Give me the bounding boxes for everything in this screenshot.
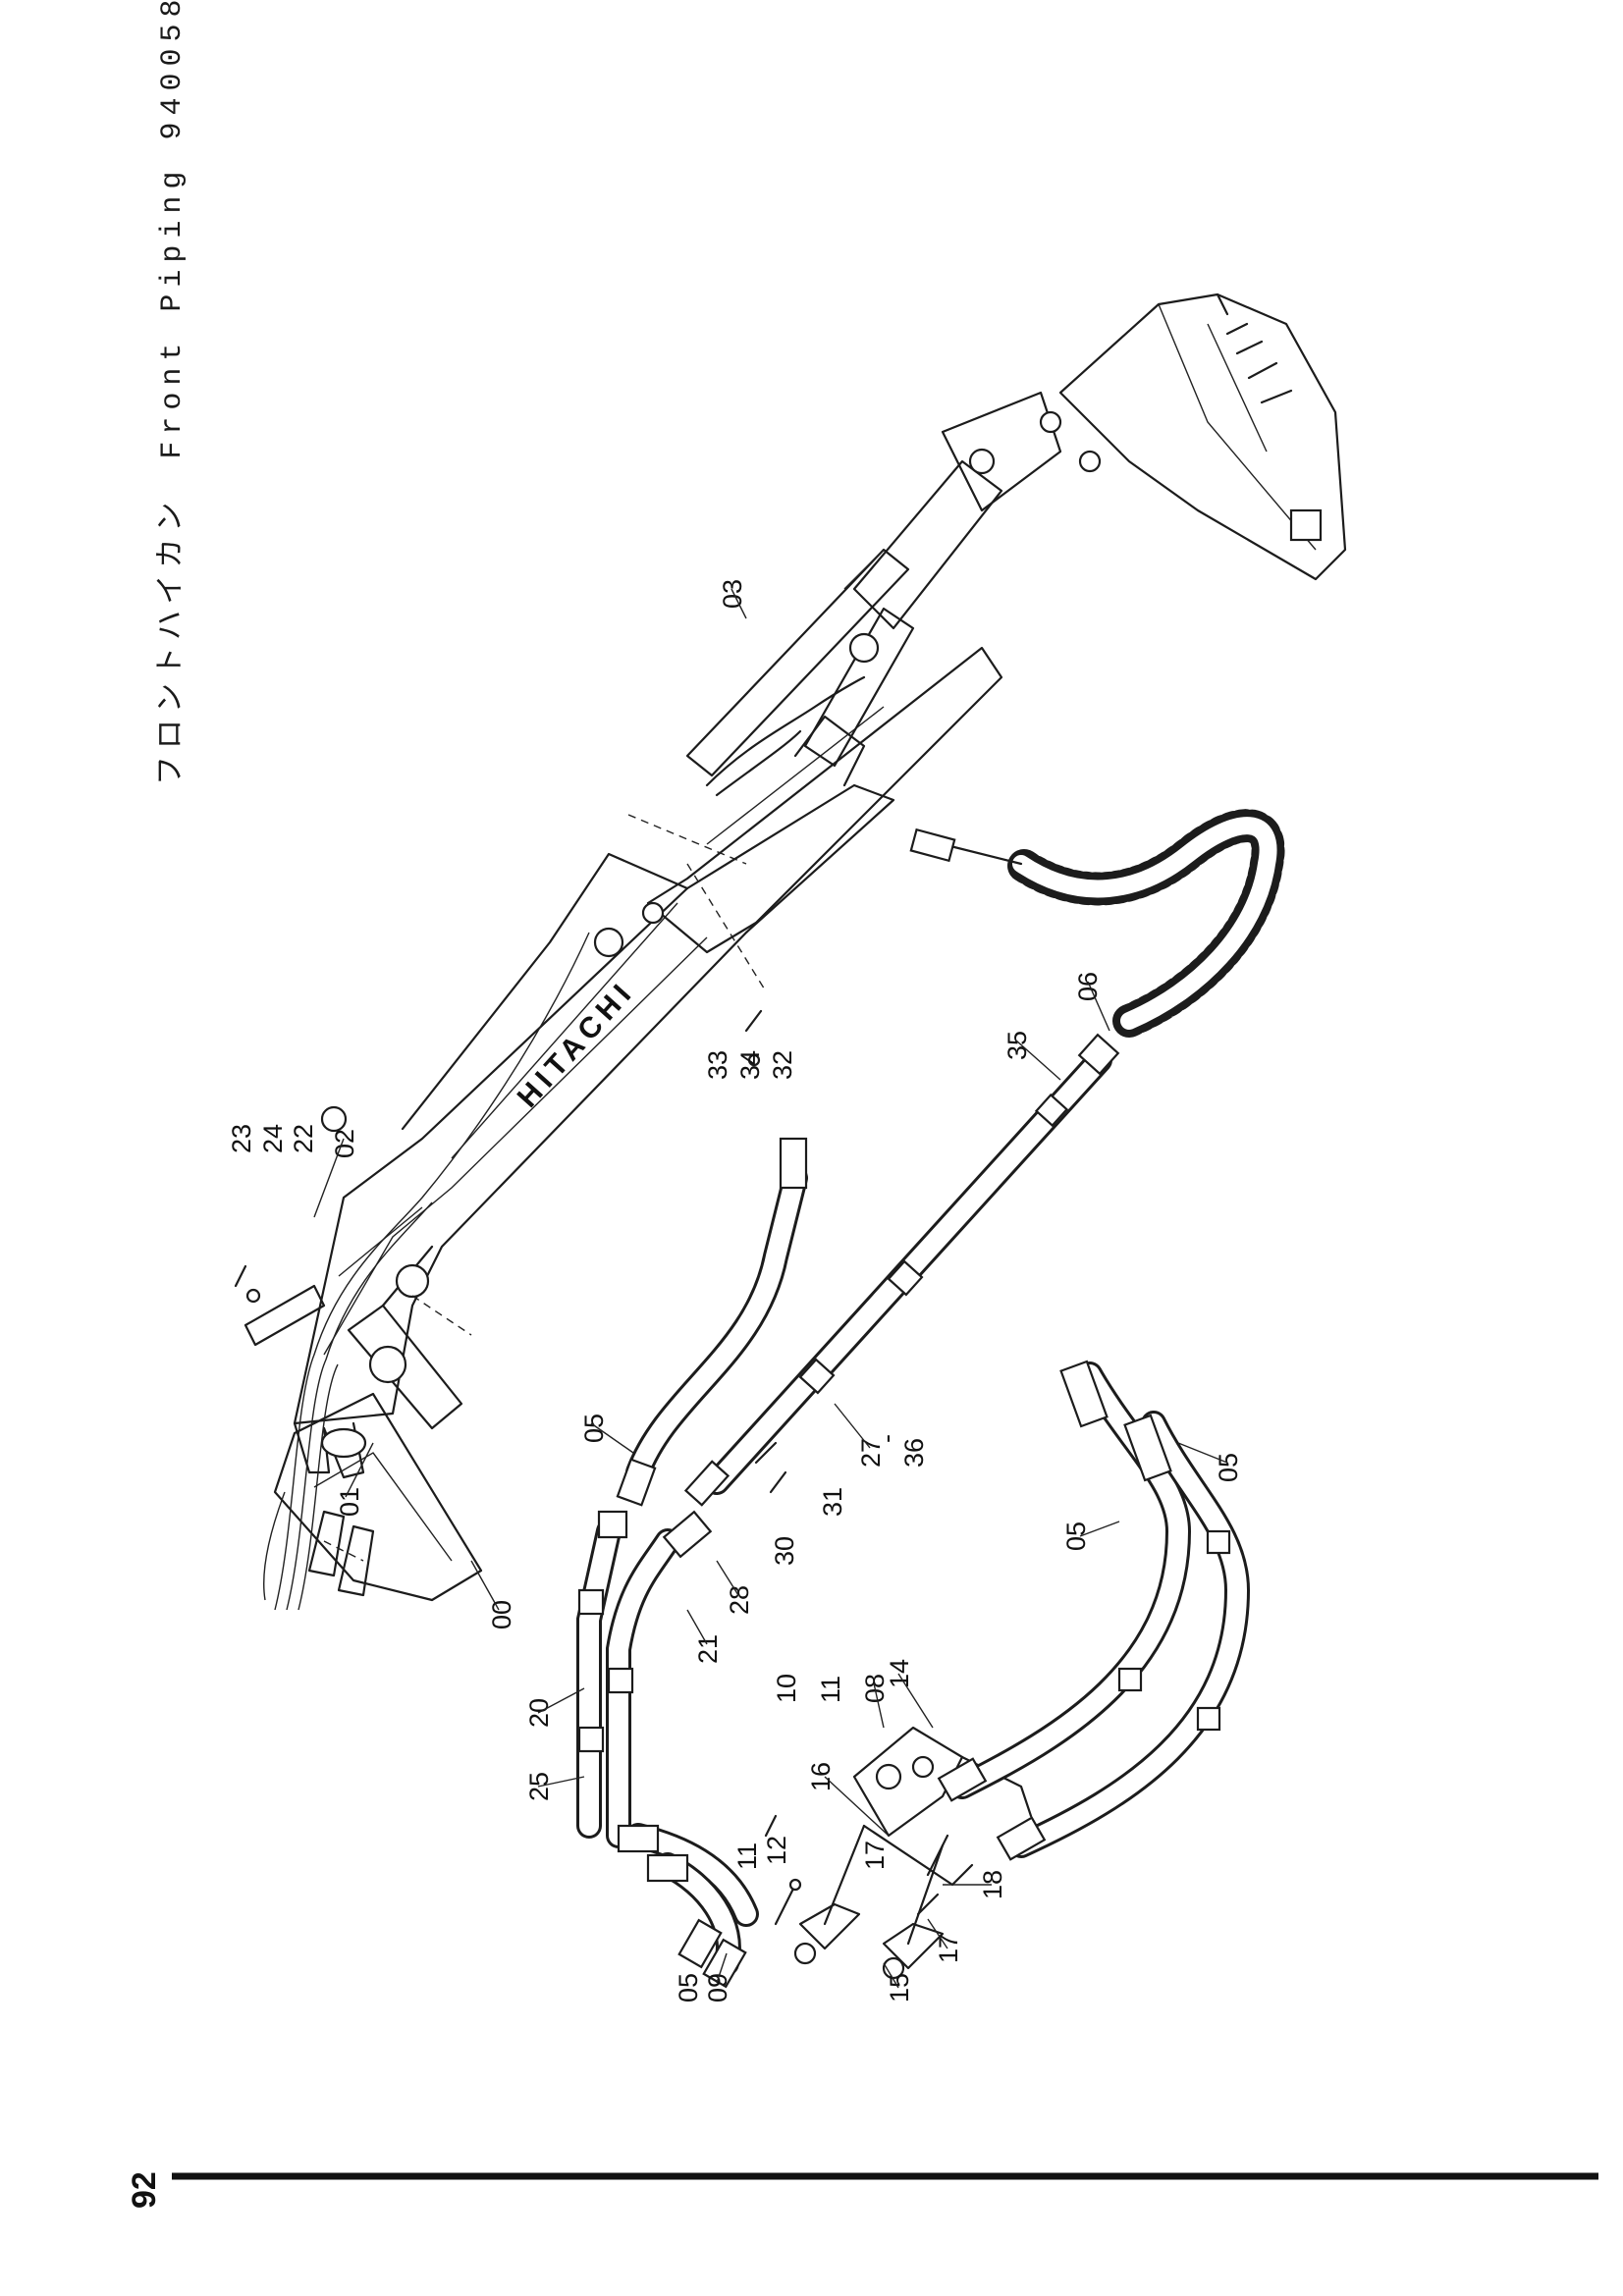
callout-labels: 00 01 02 03 05 05 05 05 06 08 09 10 11 1… — [227, 579, 1243, 2002]
hoses-05-09 — [617, 1823, 759, 1989]
callout-02: 02 — [330, 1129, 359, 1158]
callout-16: 16 — [806, 1762, 836, 1791]
callout-30: 30 — [770, 1536, 799, 1566]
callout-06: 06 — [1073, 972, 1103, 1001]
callout-05-upper: 05 — [579, 1414, 609, 1443]
callout-01: 01 — [335, 1487, 364, 1517]
callout-09: 09 — [703, 1973, 732, 2002]
callout-35: 35 — [1002, 1031, 1032, 1060]
callout-28: 28 — [725, 1585, 754, 1615]
callout-33: 33 — [703, 1050, 732, 1080]
callout-36: 36 — [899, 1438, 929, 1468]
callout-11-a: 11 — [816, 1676, 845, 1703]
callout-32: 32 — [768, 1050, 797, 1080]
callout-23: 23 — [227, 1124, 256, 1153]
callout-31: 31 — [818, 1487, 847, 1517]
pipes-20-21-25 — [576, 1510, 713, 1848]
hardware-bolts — [234, 1009, 949, 1926]
callout-00: 00 — [487, 1600, 516, 1629]
leader-lines — [313, 588, 1228, 1989]
callout-10: 10 — [772, 1674, 801, 1703]
page-number: 92 — [126, 2171, 163, 2209]
callout-15: 15 — [885, 1973, 914, 2002]
callout-11-b: 11 — [732, 1842, 762, 1870]
callout-17-b: 17 — [934, 1934, 963, 1963]
callout-12: 12 — [762, 1836, 791, 1865]
callout-dash: - — [872, 1434, 901, 1443]
callout-24: 24 — [258, 1124, 288, 1153]
callout-22: 22 — [289, 1124, 318, 1153]
callout-14: 14 — [885, 1659, 914, 1688]
callout-05-lower: 05 — [674, 1973, 703, 2002]
callout-34: 34 — [735, 1050, 765, 1080]
callout-05-right-2: 05 — [1214, 1453, 1243, 1482]
hose-05-upper — [616, 1137, 808, 1507]
callout-27: 27 — [856, 1438, 886, 1468]
callout-03: 03 — [718, 579, 747, 609]
callout-05-right-1: 05 — [1061, 1522, 1091, 1551]
hoses-05-right — [937, 1360, 1251, 1861]
callout-21: 21 — [693, 1634, 723, 1664]
long-pipe-35 — [683, 1033, 1120, 1507]
coil-hose-06 — [909, 809, 1285, 1038]
callout-17-a: 17 — [860, 1841, 890, 1870]
diagram-title: フロントハイカン Front Piping 9400581 — [156, 0, 189, 785]
